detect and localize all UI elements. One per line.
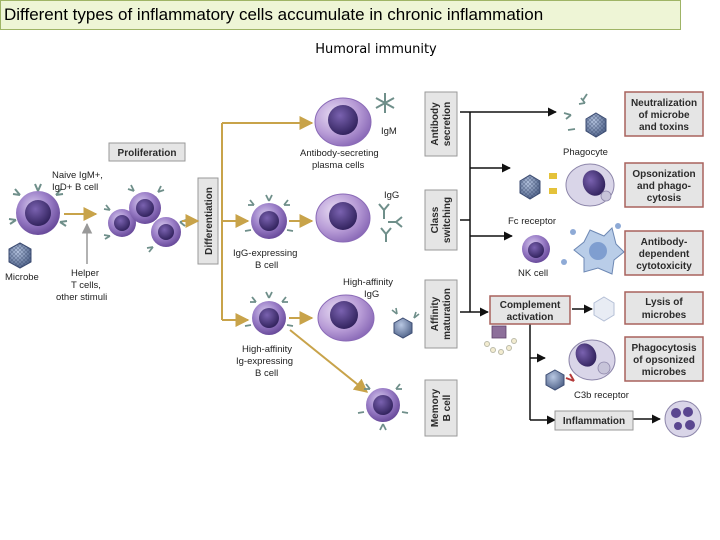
opsonization-label-2: and phago-: [637, 181, 691, 192]
high-aff-igg-label-2: IgG: [364, 289, 379, 300]
complement-cascade-icon: [484, 325, 517, 355]
igg-b-cell: [244, 194, 294, 239]
antibody-secretion-label-2: secretion: [442, 102, 453, 146]
fc-receptor-label: Fc receptor: [508, 216, 556, 227]
phagocyte-label: Phagocyte: [563, 147, 608, 158]
complement-activation-box: Complement activation: [489, 295, 571, 325]
opsonized-microbe-icon: [519, 173, 557, 200]
phagocytosis-label-3: microbes: [642, 367, 687, 378]
plasma-label-1: Antibody-secreting: [300, 148, 379, 159]
affinity-maturation-box: Affinity maturation: [424, 279, 458, 349]
differentiation-box: Differentiation: [197, 177, 219, 265]
high-aff-b-label-2: Ig-expressing: [236, 356, 293, 367]
proliferation-box: Proliferation: [108, 142, 186, 162]
igg-antibody-icons: [378, 203, 403, 242]
memory-b-cell-label-1: Memory: [430, 388, 441, 427]
opsonization-box: Opsonization and phago- cytosis: [624, 162, 704, 208]
plasma-cell-igm: [314, 97, 372, 147]
nk-cell-label: NK cell: [518, 268, 548, 279]
adcc-label-3: cytotoxicity: [636, 261, 692, 272]
inflammatory-cell-icon: [664, 400, 702, 438]
naive-label-2: IgD+ B cell: [52, 182, 98, 193]
neutralization-label-3: and toxins: [639, 122, 689, 133]
class-switching-box: Class switching: [424, 189, 458, 251]
proliferation-label: Proliferation: [118, 148, 177, 159]
helper-label-3: other stimuli: [56, 292, 107, 303]
microbe-icon: [8, 242, 32, 269]
lysis-label-2: microbes: [642, 310, 687, 321]
igm-label: IgM: [381, 126, 397, 137]
memory-b-cell: [357, 383, 409, 431]
c3b-microbe-icon: [545, 369, 565, 391]
memory-b-cell-label-2: B cell: [442, 394, 453, 421]
differentiation-label: Differentiation: [204, 187, 215, 255]
inflammation-box: Inflammation: [554, 410, 634, 431]
effector-arrows: [460, 107, 661, 425]
complement-label-2: activation: [507, 312, 554, 323]
neutralization-box: Neutralization of microbe and toxins: [624, 91, 704, 137]
phagocytosis-cell: [565, 339, 616, 382]
proliferating-cells: [103, 184, 187, 253]
igm-pentamer-icon: [375, 93, 395, 113]
c3b-receptor-label: C3b receptor: [574, 390, 629, 401]
phagocyte-cell: [565, 163, 615, 207]
neutralization-label-2: of microbe: [638, 110, 690, 121]
neutralized-microbe-icon: [563, 93, 607, 138]
memory-b-cell-box: Memory B cell: [424, 379, 458, 437]
neutralization-label-1: Neutralization: [631, 98, 697, 109]
naive-b-cell: [8, 183, 68, 235]
high-aff-b-label-1: High-affinity: [242, 344, 292, 355]
to-memory-arrow: [289, 329, 369, 393]
high-affinity-b-cell: [244, 291, 294, 335]
igg-b-label-2: B cell: [255, 260, 278, 271]
high-aff-igg-label-1: High-affinity: [343, 277, 393, 288]
phagocytosis-label-2: of opsonized: [633, 355, 695, 366]
differentiation-branches: [221, 116, 314, 327]
lysed-microbe-icon: [593, 296, 615, 322]
igg-b-label-1: IgG-expressing: [233, 248, 297, 259]
antibody-secretion-label-1: Antibody: [430, 102, 441, 146]
high-aff-b-label-3: B cell: [255, 368, 278, 379]
bound-microbe-icon: [391, 307, 420, 339]
adcc-label-1: Antibody-: [641, 237, 688, 248]
plasma-cell-igg: [315, 193, 371, 243]
plasma-label-2: plasma cells: [312, 160, 365, 171]
inflammation-label: Inflammation: [563, 416, 625, 427]
class-switching-label-2: switching: [442, 197, 453, 243]
diagram-subtitle: Humoral immunity: [315, 42, 437, 57]
complement-label-1: Complement: [500, 300, 561, 311]
igg-label: IgG: [384, 190, 399, 201]
class-switching-label-1: Class: [430, 206, 441, 233]
opsonization-label-3: cytosis: [647, 193, 682, 204]
affinity-maturation-label-2: maturation: [442, 288, 453, 340]
adcc-box: Antibody- dependent cytotoxicity: [624, 230, 704, 276]
antibody-secretion-box: Antibody secretion: [424, 91, 458, 157]
helper-label-2: T cells,: [71, 280, 101, 291]
nk-cell: [522, 235, 550, 263]
helper-label-1: Helper: [71, 268, 99, 279]
naive-label-1: Naive IgM+,: [52, 170, 103, 181]
plasma-cell-high-affinity: [317, 294, 375, 342]
adcc-label-2: dependent: [639, 249, 690, 260]
lysis-box: Lysis of microbes: [624, 291, 704, 325]
phagocytosis-label-1: Phagocytosis: [631, 343, 696, 354]
microbe-label: Microbe: [5, 272, 39, 283]
target-cell-icon: [561, 223, 625, 275]
slide-title: Different types of inflammatory cells ac…: [0, 0, 681, 30]
opsonization-label-1: Opsonization: [632, 169, 695, 180]
affinity-maturation-label-1: Affinity: [430, 296, 441, 331]
lysis-label-1: Lysis of: [645, 297, 683, 308]
phagocytosis-opsonized-box: Phagocytosis of opsonized microbes: [624, 336, 704, 382]
